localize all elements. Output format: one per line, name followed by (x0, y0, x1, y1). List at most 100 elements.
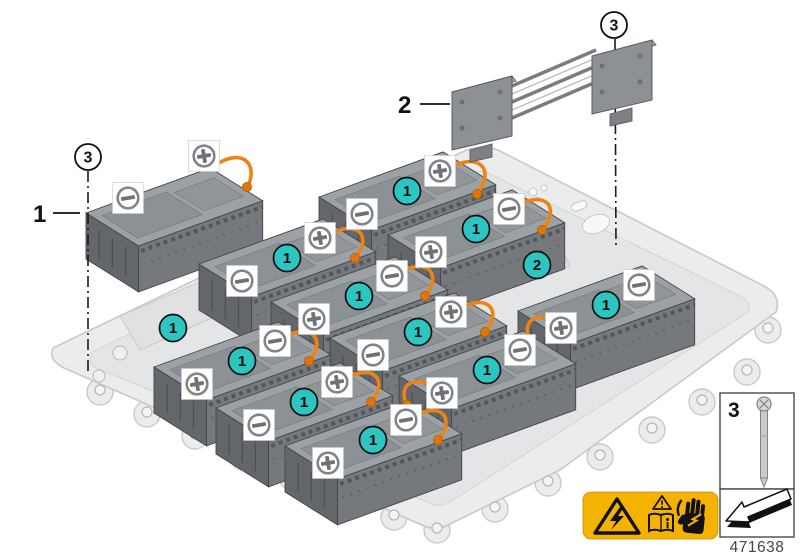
plus-terminal-marker-icon (188, 140, 220, 172)
module-lid-panel (173, 177, 245, 212)
plus-terminal-marker-icon (415, 236, 447, 268)
cable-connector (479, 326, 490, 337)
svg-text:1: 1 (403, 183, 411, 200)
minus-terminal-marker-icon (376, 260, 408, 292)
cable-connector (471, 188, 482, 199)
module-cable (327, 226, 365, 263)
battery-module-isolated[interactable] (84, 167, 264, 293)
module-serration (270, 399, 394, 448)
tray-cutout (540, 184, 548, 192)
plus-terminal-marker-icon (426, 377, 458, 409)
module-item-badge[interactable]: 1 (272, 243, 302, 273)
module-serration (453, 367, 577, 416)
svg-text:1: 1 (169, 320, 177, 337)
module-cable (448, 159, 487, 199)
cable-connector (432, 434, 443, 445)
svg-text:2: 2 (533, 257, 541, 274)
callout-2[interactable]: 2 (398, 92, 450, 119)
cable-connector (537, 224, 548, 235)
callout-3-right[interactable]: 3 (600, 11, 628, 39)
tray-screw-boss (594, 449, 606, 461)
plus-terminal-marker-icon (545, 312, 577, 344)
svg-text:1: 1 (602, 297, 610, 314)
module-serration (384, 329, 508, 378)
minus-terminal-marker-icon (259, 325, 291, 357)
tray-cutout (581, 213, 611, 235)
mounting-bracket[interactable] (451, 39, 657, 163)
read-manual-warning-icon (648, 495, 674, 533)
module-serration (253, 255, 377, 304)
svg-text:1: 1 (355, 288, 363, 305)
cable-connector (365, 396, 376, 407)
minus-terminal-marker-icon (504, 334, 536, 366)
module-lid-panel (101, 191, 203, 239)
module-item-badge[interactable]: 1 (289, 387, 319, 417)
tray-screw-boss (112, 345, 128, 361)
minus-terminal-marker-icon (226, 265, 258, 297)
module-serration (339, 437, 463, 486)
minus-terminal-marker-icon (623, 269, 655, 301)
module-serration (572, 302, 696, 351)
plus-terminal-marker-icon (298, 303, 330, 335)
module-serration (140, 204, 264, 253)
electric-shock-hand-icon (676, 498, 706, 535)
plus-terminal-marker-icon (435, 296, 467, 328)
module-item-badge[interactable]: 1 (392, 176, 422, 206)
tray-screw-boss (94, 384, 106, 396)
tray-screw-boss (431, 522, 443, 534)
svg-text:1: 1 (414, 324, 422, 341)
screw-axis-line-right (614, 38, 617, 248)
callout-1[interactable]: 1 (33, 201, 80, 228)
screw-icon (756, 396, 772, 489)
plus-terminal-marker-icon (321, 366, 353, 398)
module-cable (217, 155, 253, 192)
minus-terminal-marker-icon (390, 404, 422, 436)
module-item-badge[interactable]: 1 (472, 355, 502, 385)
tray-screw-boss (646, 422, 658, 434)
svg-text:1: 1 (483, 362, 491, 379)
module-serration (208, 358, 332, 407)
module-item-badge[interactable]: 1 (227, 346, 257, 376)
tray-screw-boss (542, 475, 554, 487)
module-serration (442, 226, 566, 275)
tray-cutout (570, 200, 588, 212)
svg-text:1: 1 (472, 221, 480, 238)
callout-3-left-label[interactable]: 3 (84, 150, 93, 167)
plus-terminal-marker-icon (304, 222, 336, 254)
tray-screw-boss (92, 369, 106, 383)
module-item-badge[interactable]: 1 (403, 317, 433, 347)
minus-terminal-marker-icon (493, 193, 525, 225)
svg-text:1: 1 (300, 394, 308, 411)
callout-2-label[interactable]: 2 (398, 92, 411, 119)
module-item-badge[interactable]: 1 (344, 281, 374, 311)
minus-terminal-marker-icon (357, 339, 389, 371)
module-item-badge[interactable]: 1 (158, 313, 188, 343)
module-item-badge[interactable]: 1 (358, 425, 388, 455)
legend: 3 471638 (719, 392, 795, 556)
tray-screw-boss (388, 509, 400, 521)
callout-3-right-label[interactable]: 3 (610, 18, 619, 35)
tray-screw-boss (741, 364, 753, 376)
cable-connector (241, 181, 252, 192)
bracket-item-badge[interactable]: 2 (522, 250, 552, 280)
module-item-badge[interactable]: 1 (591, 290, 621, 320)
tray-screw-boss (489, 501, 501, 513)
tray-screw-boss (141, 406, 153, 418)
minus-terminal-marker-icon (346, 198, 378, 230)
callout-1-label[interactable]: 1 (33, 201, 46, 228)
callout-3-left[interactable]: 3 (74, 143, 102, 375)
cable-connector (419, 290, 430, 301)
plus-terminal-marker-icon (424, 155, 456, 187)
minus-terminal-marker-icon (112, 182, 144, 214)
svg-text:1: 1 (283, 250, 291, 267)
svg-text:1: 1 (369, 432, 377, 449)
plus-terminal-marker-icon (312, 447, 344, 479)
module-item-badge[interactable]: 1 (461, 214, 491, 244)
svg-text:1: 1 (238, 353, 246, 370)
tray-screw-boss (696, 394, 708, 406)
plus-terminal-marker-icon (181, 368, 213, 400)
legend-item-number: 3 (728, 399, 740, 422)
cable-connector (303, 355, 314, 366)
